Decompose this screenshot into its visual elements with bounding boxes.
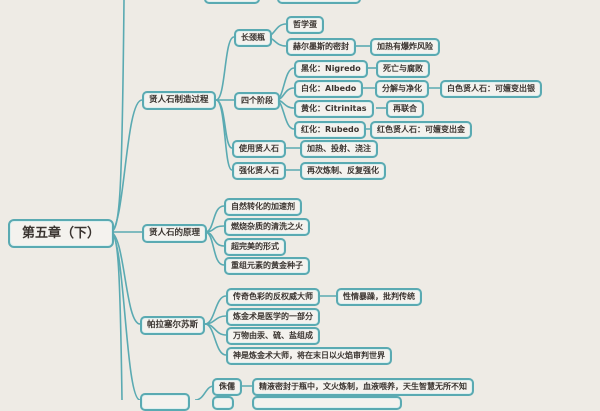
node-hermes-seal[interactable]: 赫尔墨斯的密封 bbox=[286, 38, 356, 56]
node-red-stone[interactable]: 红色贤人石：可嬗变出金 bbox=[370, 121, 472, 139]
node-homunculus[interactable]: 侏儒 bbox=[212, 378, 242, 396]
root-node[interactable]: 第五章（下） bbox=[8, 219, 115, 248]
branch-node-making-process[interactable]: 贤人石制造过程 bbox=[142, 91, 216, 110]
node-nigredo[interactable]: 黑化：Nigredo bbox=[294, 60, 368, 78]
node-use-stone-detail[interactable]: 加热、投射、浇注 bbox=[300, 140, 378, 158]
node-homunculus-detail[interactable]: 精液密封于瓶中，文火炼制，血液喂养，天生智慧无所不知 bbox=[252, 378, 474, 396]
branch-node-partial[interactable] bbox=[140, 393, 190, 411]
partial-node bbox=[204, 0, 260, 4]
node-golden-seed[interactable]: 重组元素的黄金种子 bbox=[224, 257, 310, 275]
node-anti-authority[interactable]: 传奇色彩的反权威大师 bbox=[226, 288, 320, 306]
node-perfect-form[interactable]: 超完美的形式 bbox=[224, 238, 286, 256]
node-flask[interactable]: 长颈瓶 bbox=[234, 29, 272, 47]
node-citrinitas-detail[interactable]: 再联合 bbox=[386, 100, 424, 118]
node-medicine[interactable]: 炼金术是医学的一部分 bbox=[226, 308, 320, 326]
node-strengthen-detail[interactable]: 再次炼制、反复强化 bbox=[300, 162, 386, 180]
node-four-stages[interactable]: 四个阶段 bbox=[234, 92, 280, 110]
partial-node bbox=[252, 396, 402, 410]
branch-node-principle[interactable]: 贤人石的原理 bbox=[142, 224, 208, 243]
node-philosophers-egg[interactable]: 哲学蛋 bbox=[286, 16, 324, 34]
node-accelerator[interactable]: 自然转化的加速剂 bbox=[224, 198, 302, 216]
node-rubedo[interactable]: 红化：Rubedo bbox=[294, 121, 367, 139]
node-god-alchemist[interactable]: 神是炼金术大师，将在末日以火焰审判世界 bbox=[226, 347, 392, 365]
node-use-stone[interactable]: 使用贤人石 bbox=[232, 140, 286, 158]
node-strengthen-stone[interactable]: 强化贤人石 bbox=[232, 162, 286, 180]
node-temperament[interactable]: 性情暴躁，批判传统 bbox=[336, 288, 422, 306]
partial-node bbox=[212, 396, 234, 410]
node-explosion-risk[interactable]: 加热有爆炸风险 bbox=[370, 38, 440, 56]
node-white-stone[interactable]: 白色贤人石：可嬗变出银 bbox=[440, 80, 542, 98]
node-citrinitas[interactable]: 黄化：Citrinitas bbox=[294, 100, 374, 118]
node-albedo[interactable]: 白化：Albedo bbox=[294, 80, 364, 98]
partial-node bbox=[277, 0, 361, 4]
branch-node-paracelsus[interactable]: 帕拉塞尔苏斯 bbox=[140, 316, 206, 335]
node-albedo-detail[interactable]: 分解与净化 bbox=[375, 80, 429, 98]
node-tria-prima[interactable]: 万物由汞、硫、盐组成 bbox=[226, 327, 320, 345]
node-cleansing-fire[interactable]: 燃烧杂质的清洗之火 bbox=[224, 218, 310, 236]
node-nigredo-detail[interactable]: 死亡与腐败 bbox=[376, 60, 430, 78]
